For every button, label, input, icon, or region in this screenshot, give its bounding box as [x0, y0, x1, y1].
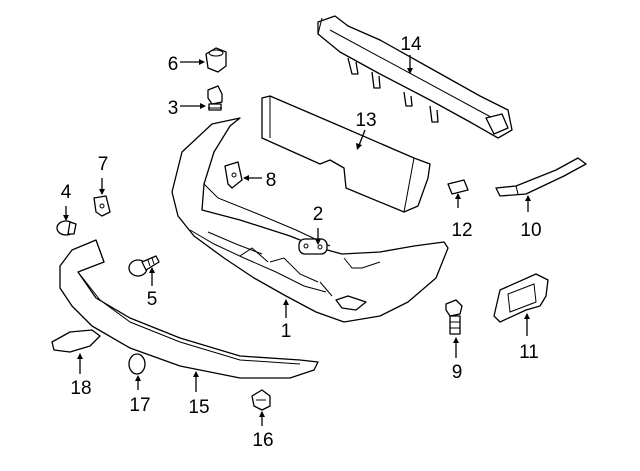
callout-11: 11: [519, 342, 539, 363]
part-11-side-bracket[interactable]: [493, 273, 549, 323]
callout-8: 8: [266, 170, 277, 191]
part-14-reinforcement-beam[interactable]: [317, 15, 513, 139]
part-17-plug[interactable]: [128, 353, 146, 375]
callout-1: 1: [281, 321, 292, 342]
callout-3: 3: [168, 98, 179, 119]
callout-10: 10: [520, 220, 541, 241]
callout-2: 2: [313, 204, 324, 225]
part-4-push-pin[interactable]: [56, 220, 77, 236]
part-7-clip[interactable]: [93, 195, 111, 217]
callout-labels: 6 3 4 7 8 5 2 1 13 14 12 10 11 9 18 17 1…: [61, 34, 542, 451]
callout-9: 9: [452, 362, 463, 383]
callout-13: 13: [355, 110, 376, 131]
part-12-clip[interactable]: [447, 179, 469, 195]
part-8-retainer-bracket[interactable]: [224, 161, 243, 189]
callout-14: 14: [400, 34, 422, 55]
part-13-energy-absorber[interactable]: [261, 95, 431, 213]
callout-16: 16: [252, 430, 273, 451]
callout-5: 5: [147, 289, 158, 310]
part-10-molding-strip[interactable]: [495, 157, 587, 197]
part-5-push-pin[interactable]: [128, 255, 160, 277]
callout-18: 18: [70, 378, 91, 399]
part-18-reflector[interactable]: [51, 329, 101, 353]
callout-12: 12: [451, 220, 472, 241]
leader-lines: [63, 55, 531, 426]
callout-15: 15: [188, 397, 209, 418]
part-16-nut[interactable]: [251, 389, 271, 411]
part-2-bracket-plate[interactable]: [298, 238, 328, 255]
callout-17: 17: [129, 395, 150, 416]
callout-4: 4: [61, 182, 72, 203]
part-9-bolt[interactable]: [445, 299, 463, 335]
part-1-bumper-cover[interactable]: [171, 117, 449, 323]
callout-6: 6: [168, 54, 179, 75]
part-6-nut[interactable]: [205, 47, 227, 73]
part-3-bolt[interactable]: [207, 85, 223, 111]
part-15-lower-valance[interactable]: [59, 239, 319, 379]
callout-7: 7: [98, 154, 109, 175]
